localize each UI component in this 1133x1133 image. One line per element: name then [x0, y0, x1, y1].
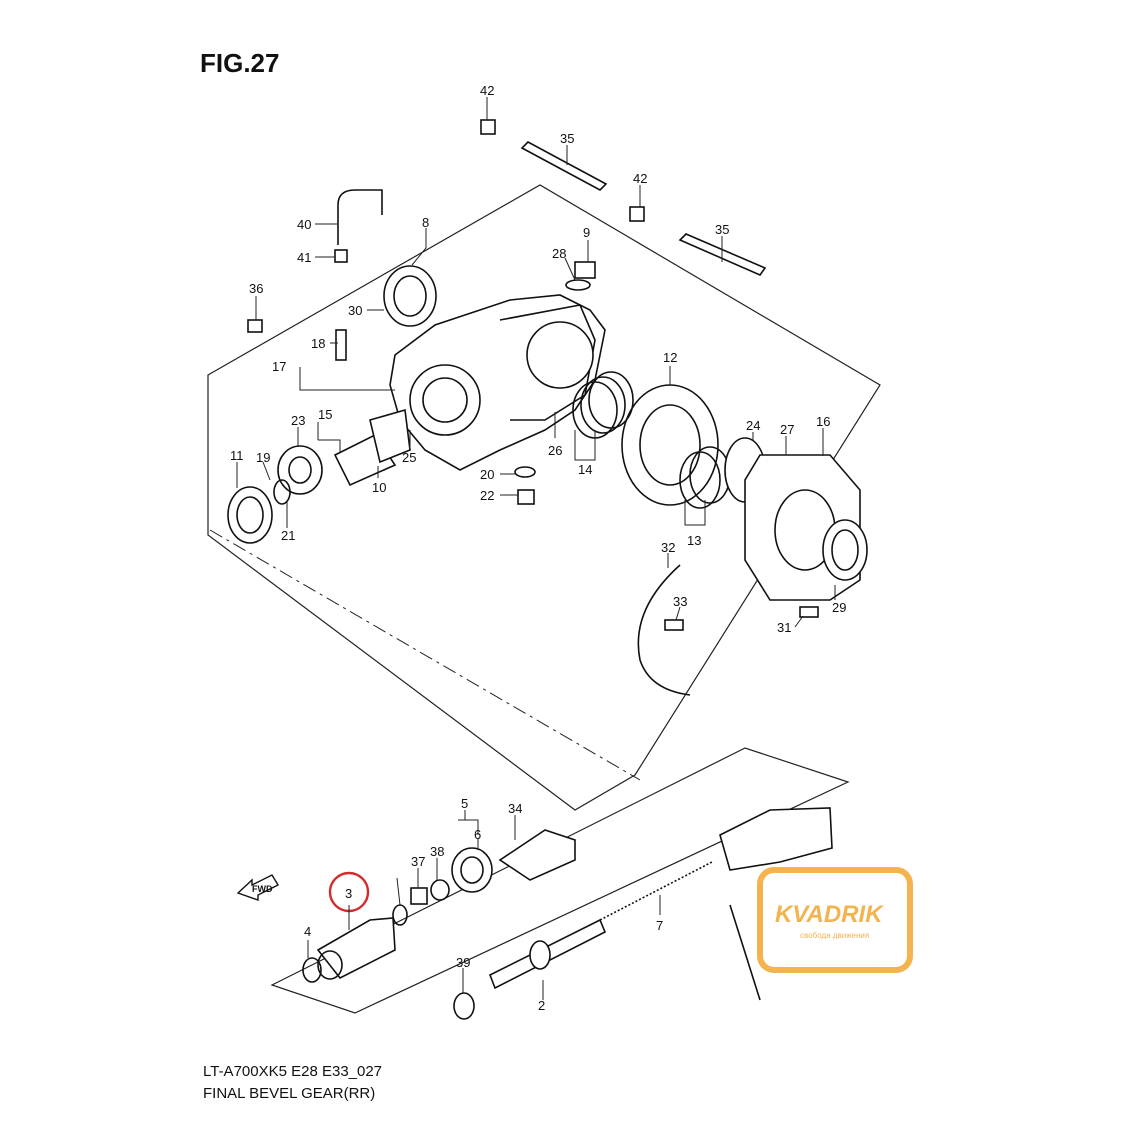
- callout-24: 24: [746, 418, 760, 433]
- callout-6: 6: [474, 827, 481, 842]
- circlip-43: [392, 904, 408, 926]
- fwd-arrow-icon: FWD: [236, 874, 279, 901]
- callout-28: 28: [552, 246, 566, 261]
- watermark-brand: KVADRIK: [775, 901, 884, 928]
- bolt-33: [664, 619, 684, 631]
- ring-gear-12: [621, 384, 719, 506]
- callout-26: 26: [548, 443, 562, 458]
- callout-40: 40: [297, 217, 311, 232]
- bolt-35a: [520, 141, 608, 191]
- nut-37: [410, 887, 428, 905]
- callout-15: 15: [318, 407, 332, 422]
- callout-17: 17: [272, 359, 286, 374]
- universal-joint-6: [451, 847, 493, 893]
- callout-13: 13: [687, 533, 701, 548]
- callout-8: 8: [422, 215, 429, 230]
- callout-27: 27: [780, 422, 794, 437]
- callout-29: 29: [832, 600, 846, 615]
- nut-42b: [629, 206, 645, 222]
- callout-37: 37: [411, 854, 425, 869]
- callout-20: 20: [480, 467, 494, 482]
- callout-22: 22: [480, 488, 494, 503]
- oring-4: [302, 957, 322, 983]
- plug-22: [517, 489, 535, 505]
- callout-16: 16: [816, 414, 830, 429]
- oil-seal-30: [383, 265, 437, 327]
- oring-19: [273, 479, 291, 505]
- gasket-28: [565, 279, 591, 291]
- callout-7: 7: [656, 918, 663, 933]
- callout-25: 25: [402, 450, 416, 465]
- callout-21: 21: [281, 528, 295, 543]
- callout-18: 18: [311, 336, 325, 351]
- gear-case: [389, 294, 606, 471]
- callout-34: 34: [508, 801, 522, 816]
- callout-30: 30: [348, 303, 362, 318]
- breather-18: [335, 329, 347, 361]
- gasket-20: [514, 466, 536, 478]
- bolt-31: [799, 606, 819, 618]
- kvadrik-logo: KVADRIK свобода движения: [757, 867, 913, 973]
- boot: [719, 807, 833, 871]
- callout-3: 3: [345, 886, 352, 901]
- callout-39: 39: [456, 955, 470, 970]
- centerline-upper: [209, 529, 641, 781]
- fwd-label: FWD: [252, 884, 273, 894]
- propeller-shaft-2: [488, 918, 607, 990]
- callout-14: 14: [578, 462, 592, 477]
- callouts: 2 3 4 5 6 7 8 9 10 11 12 13 13: [230, 83, 846, 1013]
- callout-38: 38: [430, 844, 444, 859]
- bevel-pinion-10: [333, 408, 411, 487]
- clamp-44: [729, 904, 761, 1001]
- callout-31: 31: [777, 620, 791, 635]
- callout-41: 41: [297, 250, 311, 265]
- callout-35: 35: [560, 131, 574, 146]
- callout-5: 5: [461, 796, 468, 811]
- clamp-41: [334, 249, 348, 263]
- callout-33: 33: [673, 594, 687, 609]
- callout-23: 23: [291, 413, 305, 428]
- joint-34: [498, 829, 576, 881]
- watermark-tagline: свобода движения: [800, 931, 869, 940]
- coupling-11: [227, 486, 273, 544]
- gasket-32: [637, 564, 691, 696]
- callout-35b: 35: [715, 222, 729, 237]
- figure-title: FIG.27: [200, 48, 280, 78]
- oring-39: [453, 992, 475, 1020]
- callout-4: 4: [304, 924, 311, 939]
- callout-10: 10: [372, 480, 386, 495]
- nut-42a: [480, 119, 496, 135]
- upper-frame: [207, 184, 881, 811]
- figure-caption: FINAL BEVEL GEAR(RR): [203, 1085, 376, 1102]
- callout-9: 9: [583, 225, 590, 240]
- callout-42: 42: [480, 83, 494, 98]
- oil-seal-29: [822, 519, 868, 581]
- callout-2: 2: [538, 998, 545, 1013]
- callout-32: 32: [661, 540, 675, 555]
- coupling-3: [316, 917, 396, 980]
- callout-42b: 42: [633, 171, 647, 186]
- callout-19: 19: [256, 450, 270, 465]
- callout-12: 12: [663, 350, 677, 365]
- spring-7: [599, 861, 713, 921]
- model-code: LT-A700XK5 E28 E33_027: [203, 1063, 383, 1080]
- callout-11: 11: [230, 448, 244, 463]
- callout-36: 36: [249, 281, 263, 296]
- plug-9: [574, 261, 596, 279]
- lower-frame: [270, 747, 850, 1014]
- breather-hose-40: [337, 189, 383, 245]
- oring-38: [430, 879, 450, 901]
- bolt-36: [247, 319, 263, 333]
- pinion-bearing: [277, 445, 323, 495]
